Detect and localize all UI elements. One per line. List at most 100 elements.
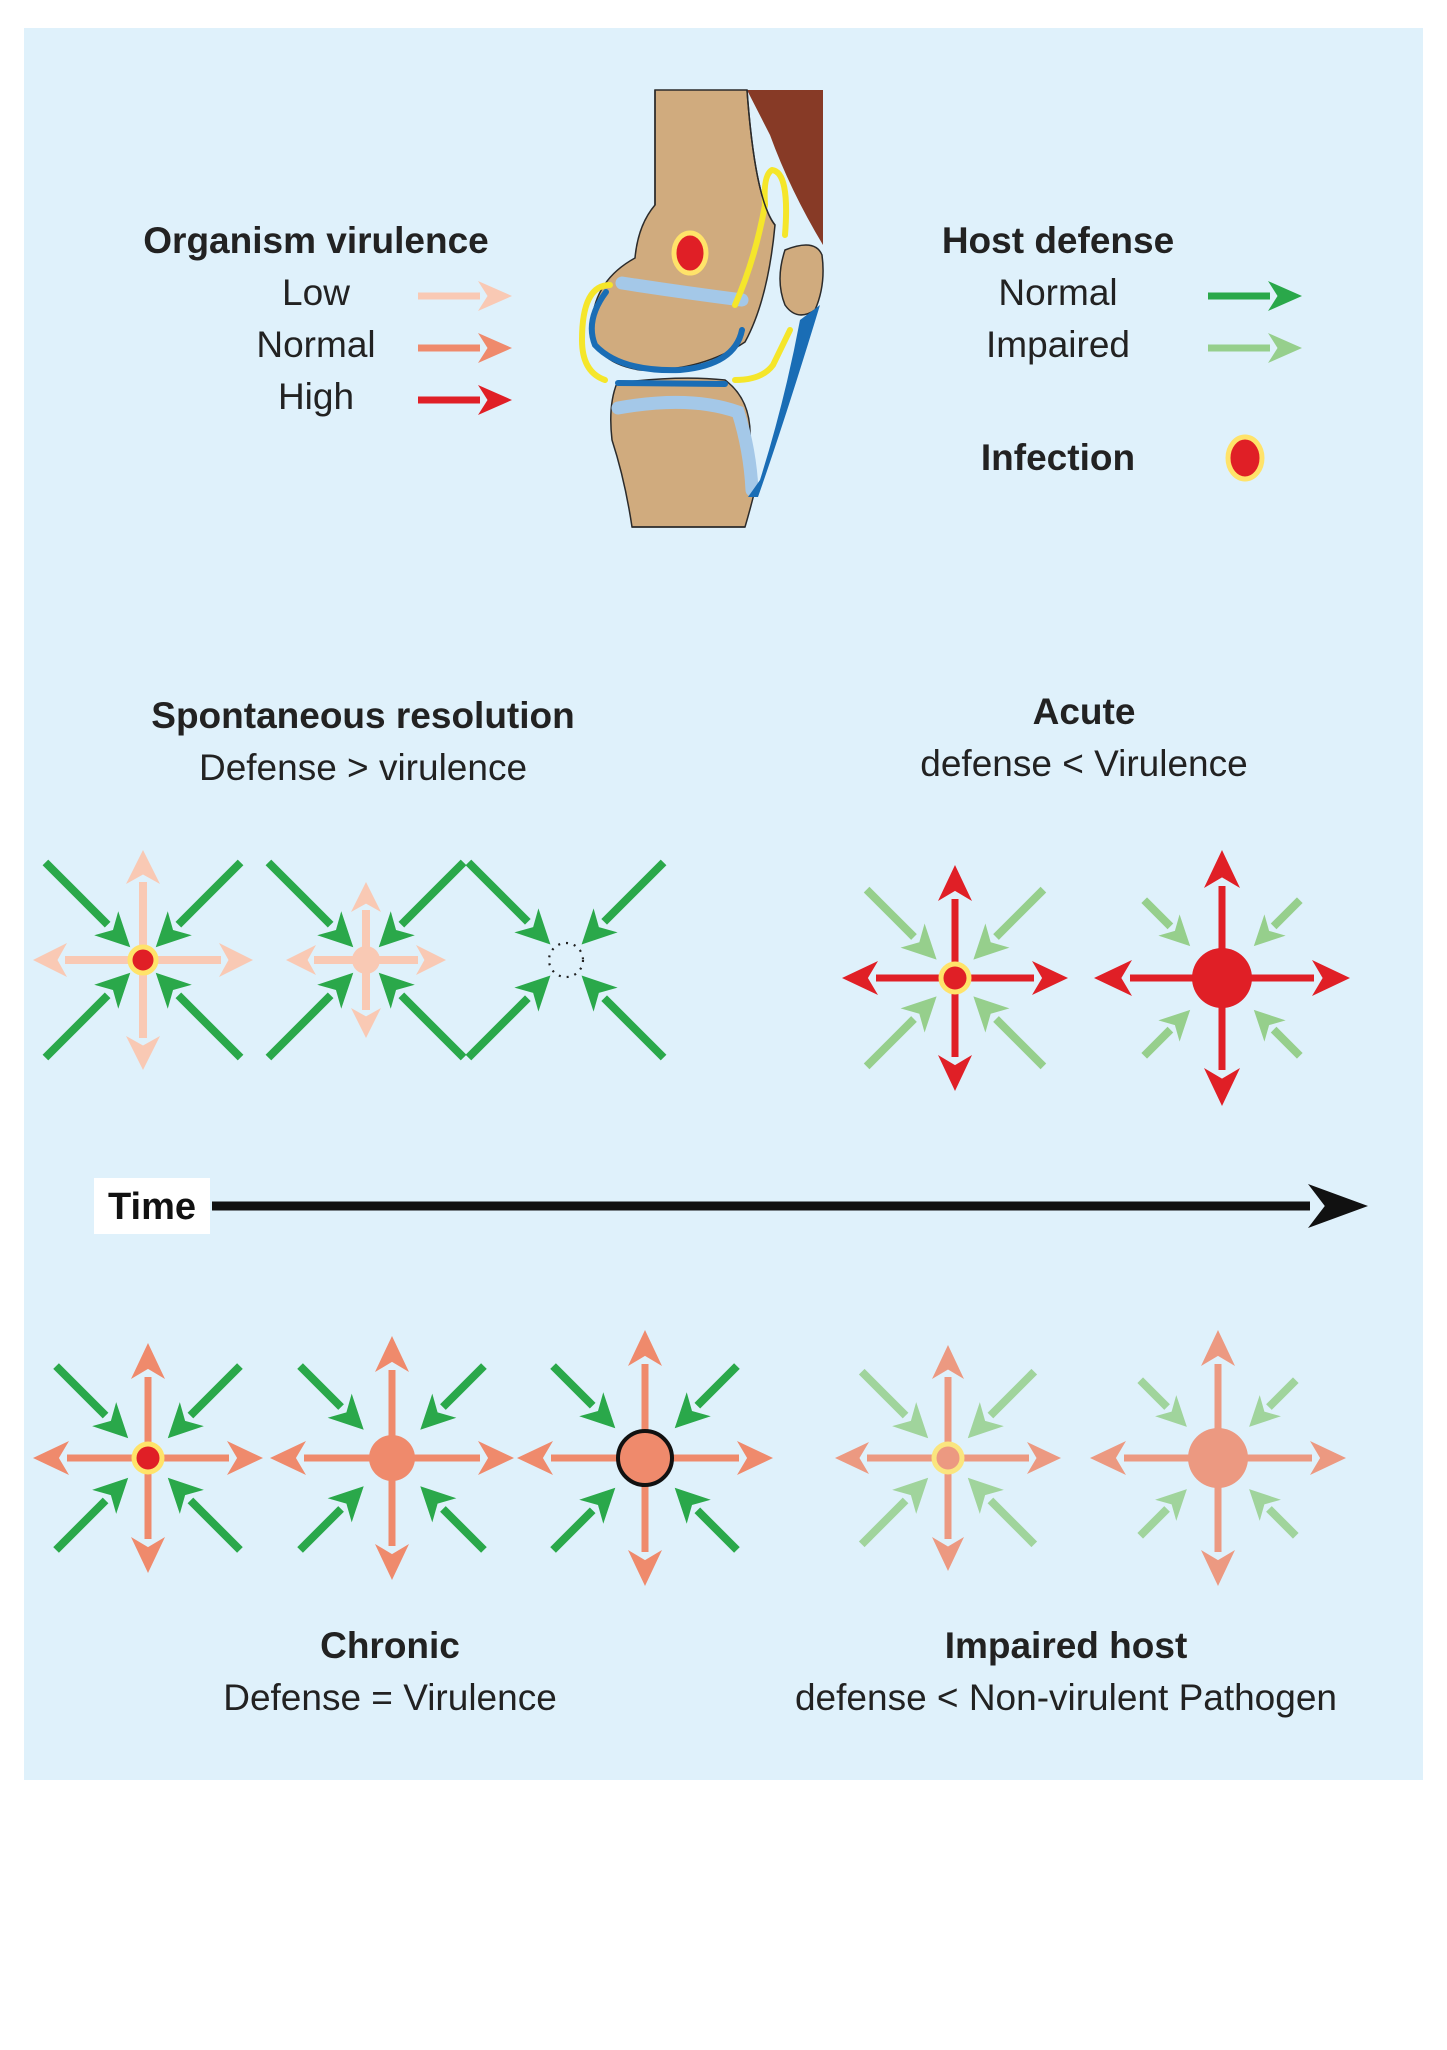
chronic-stage-1	[33, 1343, 263, 1573]
impaired-stage-2	[1090, 1330, 1346, 1586]
defense-legend: Host defense Normal Impaired Infection	[942, 220, 1302, 482]
defense-arrow-upper-right	[973, 886, 1047, 960]
spontaneous-stage-1	[33, 850, 253, 1070]
virulence-arrow-down	[131, 1464, 165, 1573]
virulence-arrow-right	[151, 943, 253, 977]
virulence-level-high-label: High	[278, 376, 354, 417]
time-arrow-line	[212, 1184, 1368, 1228]
defense-legend-title: Host defense	[942, 220, 1174, 261]
defense-arrow-lower-left	[863, 996, 937, 1070]
defense-arrow-upper-left	[858, 1368, 929, 1439]
defense-arrow-upper-left	[465, 859, 551, 945]
defense-arrow-lower-left	[297, 1486, 364, 1553]
defense-arrow-lower-right	[967, 1477, 1038, 1548]
virulence-arrow-right	[154, 1441, 263, 1475]
virulence-arrow-left	[33, 1441, 142, 1475]
defense-arrow-upper-left	[297, 1363, 364, 1430]
defense-arrow-upper-right	[967, 1368, 1038, 1439]
quadriceps-muscle	[747, 90, 823, 245]
defense-arrow-lower-right	[155, 972, 244, 1061]
time-arrow	[212, 1184, 1368, 1228]
infection-focus	[616, 1429, 674, 1487]
defense-arrow-lower-left	[858, 1477, 929, 1548]
legend-arrow	[418, 281, 512, 311]
infection-focus	[931, 1441, 965, 1475]
femoral-cartilage	[615, 276, 749, 307]
virulence-normal-arrow-icon	[418, 333, 512, 363]
infection-legend-label: Infection	[981, 437, 1135, 478]
defense-arrow-upper-right	[167, 1363, 243, 1439]
defense-arrow-lower-right	[581, 975, 667, 1061]
defense-arrow-lower-left	[550, 1487, 616, 1553]
virulence-level-normal-label: Normal	[256, 324, 375, 365]
legend-arrow	[418, 385, 512, 415]
defense-impaired-arrow-icon	[1208, 333, 1302, 363]
chronic-stage-2	[270, 1336, 514, 1580]
defense-arrow-lower-right	[973, 996, 1047, 1070]
chronic-subtitle: Defense = Virulence	[223, 1677, 557, 1718]
acute-title: Acute	[1033, 691, 1136, 732]
acute-stage-2	[1094, 850, 1350, 1106]
defense-arrow-upper-right	[1249, 1377, 1299, 1427]
knee-outline	[632, 89, 776, 528]
virulence-arrow-up	[938, 865, 972, 972]
knee-infection-dot	[671, 230, 709, 276]
defense-arrow-upper-left	[1137, 1377, 1187, 1427]
patellar-tendon	[748, 305, 820, 497]
femoral-synovial-lining	[588, 289, 745, 374]
infection-dot-icon	[1225, 434, 1265, 482]
legend-arrow	[1208, 333, 1302, 363]
defense-arrow-upper-right	[155, 859, 244, 948]
defense-arrow-lower-left	[53, 1477, 129, 1553]
joint-capsule	[579, 167, 793, 383]
defense-arrow-upper-right	[420, 1363, 487, 1430]
virulence-high-arrow-icon	[418, 385, 512, 415]
infection-focus	[369, 1435, 415, 1481]
defense-arrow-upper-right	[674, 1363, 740, 1429]
acute-stage-1	[842, 865, 1068, 1091]
infection-dot	[1225, 434, 1265, 482]
virulence-arrow-down	[932, 1464, 964, 1571]
virulence-arrow-right	[954, 1442, 1061, 1474]
virulence-arrow-left	[33, 943, 135, 977]
defense-arrow-lower-right	[378, 972, 467, 1061]
defense-level-normal-label: Normal	[998, 272, 1117, 313]
legend-arrow	[418, 333, 512, 363]
acute-subtitle: defense < Virulence	[920, 743, 1247, 784]
defense-arrow-upper-left	[550, 1363, 616, 1429]
legend-arrow	[1208, 281, 1302, 311]
defense-arrow-upper-left	[42, 859, 131, 948]
chronic-stage-3	[517, 1330, 773, 1586]
time-axis: Time	[94, 1178, 1368, 1234]
impaired-stage-1	[835, 1345, 1061, 1571]
virulence-low-arrow-icon	[418, 281, 512, 311]
impaired-host-subtitle: defense < Non-virulent Pathogen	[795, 1677, 1337, 1718]
spontaneous-stage-2	[265, 859, 467, 1061]
defense-arrow-upper-left	[53, 1363, 129, 1439]
time-label-box	[94, 1178, 210, 1234]
defense-arrow-upper-right	[581, 859, 667, 945]
virulence-arrow-left	[835, 1442, 942, 1474]
virulence-arrow-down	[126, 968, 160, 1070]
virulence-legend: Organism virulence Low Normal High	[143, 220, 512, 417]
defense-arrow-upper-left	[265, 859, 354, 948]
virulence-level-low-label: Low	[282, 272, 350, 313]
defense-arrow-lower-left	[42, 972, 131, 1061]
knee-joint-illustration	[579, 89, 824, 528]
impaired-host-title: Impaired host	[945, 1625, 1188, 1666]
virulence-arrow-right	[961, 961, 1068, 995]
virulence-legend-title: Organism virulence	[143, 220, 488, 261]
defense-arrow-upper-right	[378, 859, 467, 948]
patella-bone	[779, 244, 824, 316]
tibial-synovial-lining	[615, 380, 728, 387]
defense-arrow-lower-left	[265, 972, 354, 1061]
virulence-arrow-up	[131, 1343, 165, 1452]
infection-focus	[938, 961, 972, 995]
defense-arrow-lower-left	[1137, 1489, 1187, 1539]
virulence-arrow-up	[126, 850, 160, 952]
resolved-infection-marker	[547, 941, 585, 979]
defense-arrow-upper-left	[863, 886, 937, 960]
defense-arrow-lower-right	[420, 1486, 487, 1553]
chronic-title: Chronic	[320, 1625, 460, 1666]
